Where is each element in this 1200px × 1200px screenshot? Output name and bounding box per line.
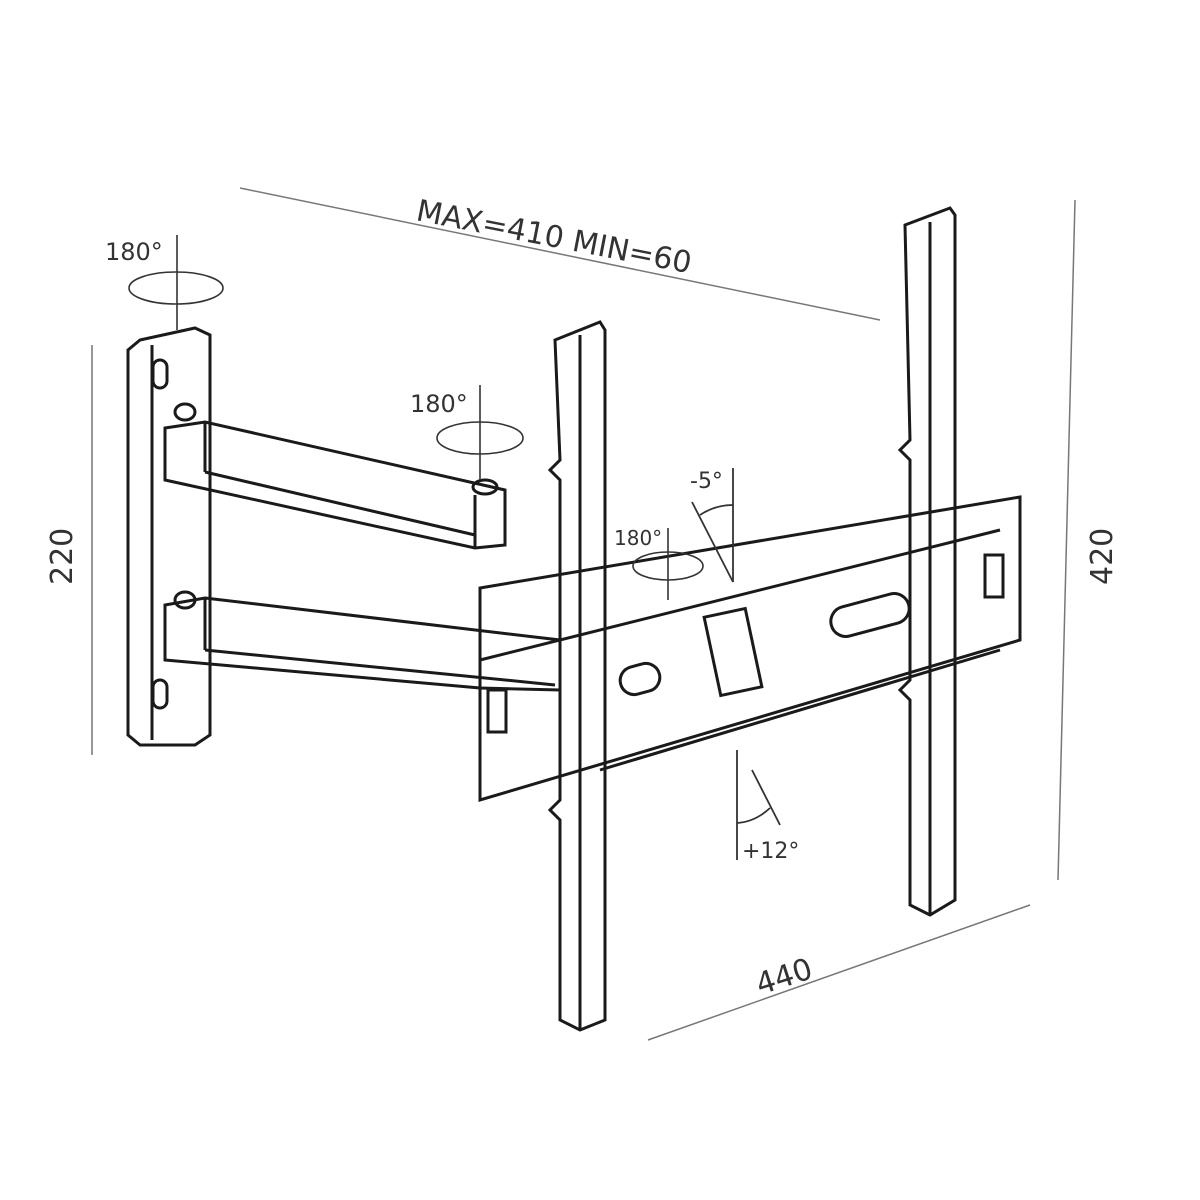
- arm-extension-label: MAX=410 MIN=60: [413, 193, 694, 281]
- tilt-up-label: -5°: [690, 469, 723, 494]
- rotation-indicator-arm: [436, 385, 524, 480]
- upper-arm: [163, 420, 507, 550]
- rotation-indicator-wall: [128, 235, 224, 330]
- tv-bracket-left: [547, 320, 607, 1032]
- rotation-indicator-head: [632, 528, 704, 600]
- tilt-indicator-up: [691, 468, 734, 583]
- wall-plate: [126, 326, 212, 747]
- lower-arm: [163, 596, 562, 692]
- tv-bracket-width-label: 440: [752, 952, 817, 1003]
- tv-bracket-right: [897, 206, 957, 917]
- tv-bracket-height-dimension-line: [1057, 199, 1076, 881]
- wall-swivel-label: 180°: [105, 238, 163, 266]
- cross-rail: [478, 495, 1022, 803]
- head-swivel-label: 180°: [614, 526, 662, 550]
- tv-bracket-height-label: 420: [1085, 528, 1120, 585]
- tv-bracket-width-dimension-line: [647, 904, 1031, 1041]
- wall-plate-height-label: 220: [45, 528, 80, 585]
- tilt-down-label: +12°: [742, 839, 799, 864]
- arm-swivel-label: 180°: [410, 390, 468, 418]
- arm-extension-dimension-line: [239, 187, 881, 321]
- tilt-indicator-down: [736, 750, 781, 860]
